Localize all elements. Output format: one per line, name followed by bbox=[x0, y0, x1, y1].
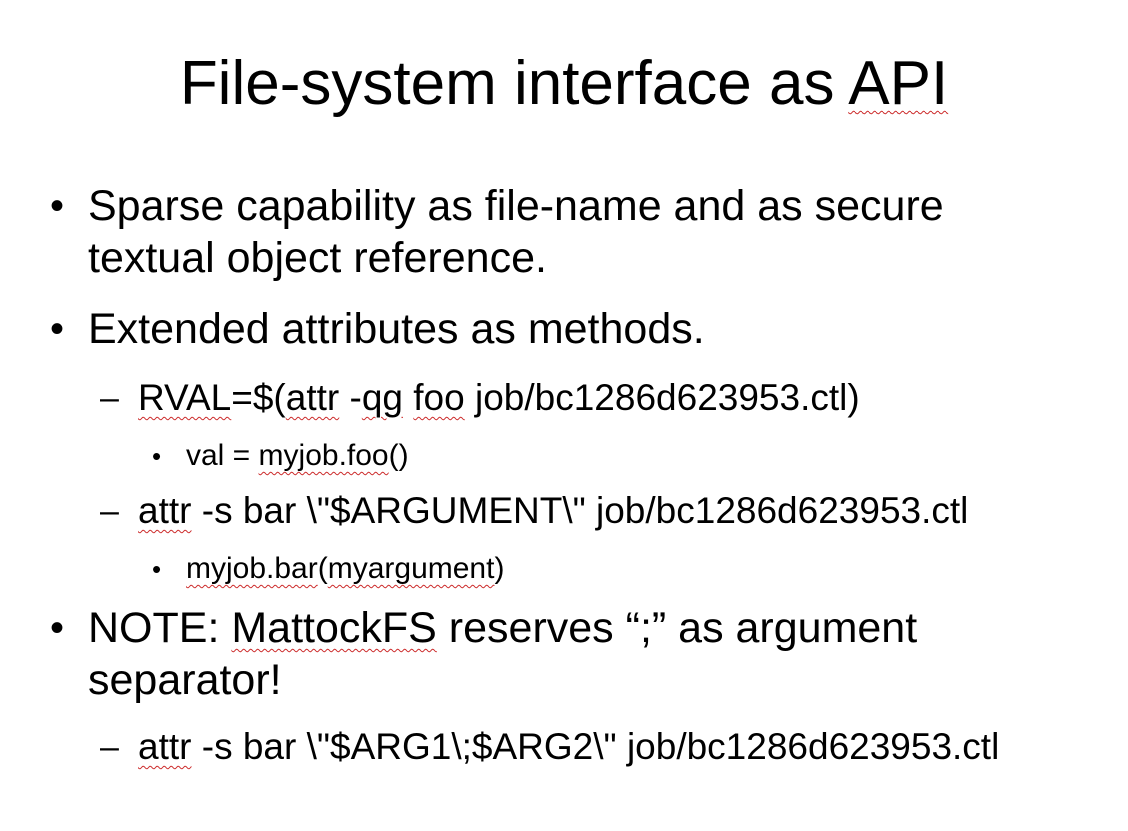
slide-title-api: API bbox=[848, 49, 949, 118]
bullet-2-sub-2: attr -s bar \"$ARGUMENT\" job/bc1286d623… bbox=[138, 489, 968, 533]
val-assign: val = bbox=[186, 439, 259, 472]
paren-close: ) bbox=[494, 552, 505, 585]
bullet-marker-2: • bbox=[50, 307, 65, 351]
bullet-marker-1: • bbox=[50, 184, 65, 228]
dash-marker-3: – bbox=[100, 728, 119, 766]
bullet-2-text: Extended attributes as methods. bbox=[88, 305, 705, 353]
note-rest: reserves “;” as argument bbox=[436, 604, 918, 652]
bullet-marker-4: • bbox=[152, 554, 162, 584]
attr-set-rest: -s bar \"$ARGUMENT\" job/bc1286d623953.c… bbox=[191, 490, 969, 531]
rval-token: RVAL bbox=[138, 377, 232, 418]
mattockfs-token: MattockFS bbox=[231, 604, 437, 652]
bullet-2-sub-1-child: val = myjob.foo() bbox=[186, 438, 409, 474]
rval-rest: job/bc1286d623953.ctl) bbox=[464, 377, 860, 418]
call-parens: () bbox=[388, 439, 409, 472]
bullet-3-sub-1: attr -s bar \"$ARG1\;$ARG2\" job/bc1286d… bbox=[138, 725, 999, 769]
bullet-marker-5: • bbox=[50, 606, 65, 650]
bullet-2-sub-2-child: myjob.bar(myargument) bbox=[186, 551, 504, 587]
foo-token: foo bbox=[413, 377, 465, 418]
space-dash: - bbox=[339, 377, 362, 418]
attr-token: attr bbox=[285, 377, 340, 418]
bullet-marker-3: • bbox=[152, 441, 162, 471]
myargument-token: myargument bbox=[327, 552, 495, 585]
attr-set-args-rest: -s bar \"$ARG1\;$ARG2\" job/bc1286d62395… bbox=[191, 726, 1000, 767]
attr-token: attr bbox=[138, 490, 192, 531]
bullet-1-line-2: textual object reference. bbox=[88, 234, 547, 282]
bullet-3-line-1: NOTE: MattockFS reserves “;” as argument bbox=[88, 602, 917, 654]
slide-title-main: File-system interface as bbox=[179, 49, 849, 118]
bullet-1-line-1: Sparse capability as file-name and as se… bbox=[88, 182, 944, 230]
dash-marker-2: – bbox=[100, 492, 119, 530]
rval-subst-open: =$( bbox=[231, 377, 286, 418]
qg-token: qg bbox=[361, 377, 403, 418]
bullet-3-line-2: separator! bbox=[88, 656, 282, 704]
paren-open: ( bbox=[317, 552, 328, 585]
bullet-2-sub-1: RVAL=$(attr -qg foo job/bc1286d623953.ct… bbox=[138, 376, 860, 420]
attr-token: attr bbox=[138, 726, 192, 767]
note-prefix: NOTE: bbox=[88, 604, 232, 652]
dash-marker-1: – bbox=[100, 379, 119, 417]
myjob-bar-token: myjob.bar bbox=[186, 552, 318, 585]
myjob-foo-token: myjob.foo bbox=[258, 439, 389, 472]
slide-title: File-system interface as API bbox=[0, 48, 1128, 120]
space bbox=[403, 377, 413, 418]
